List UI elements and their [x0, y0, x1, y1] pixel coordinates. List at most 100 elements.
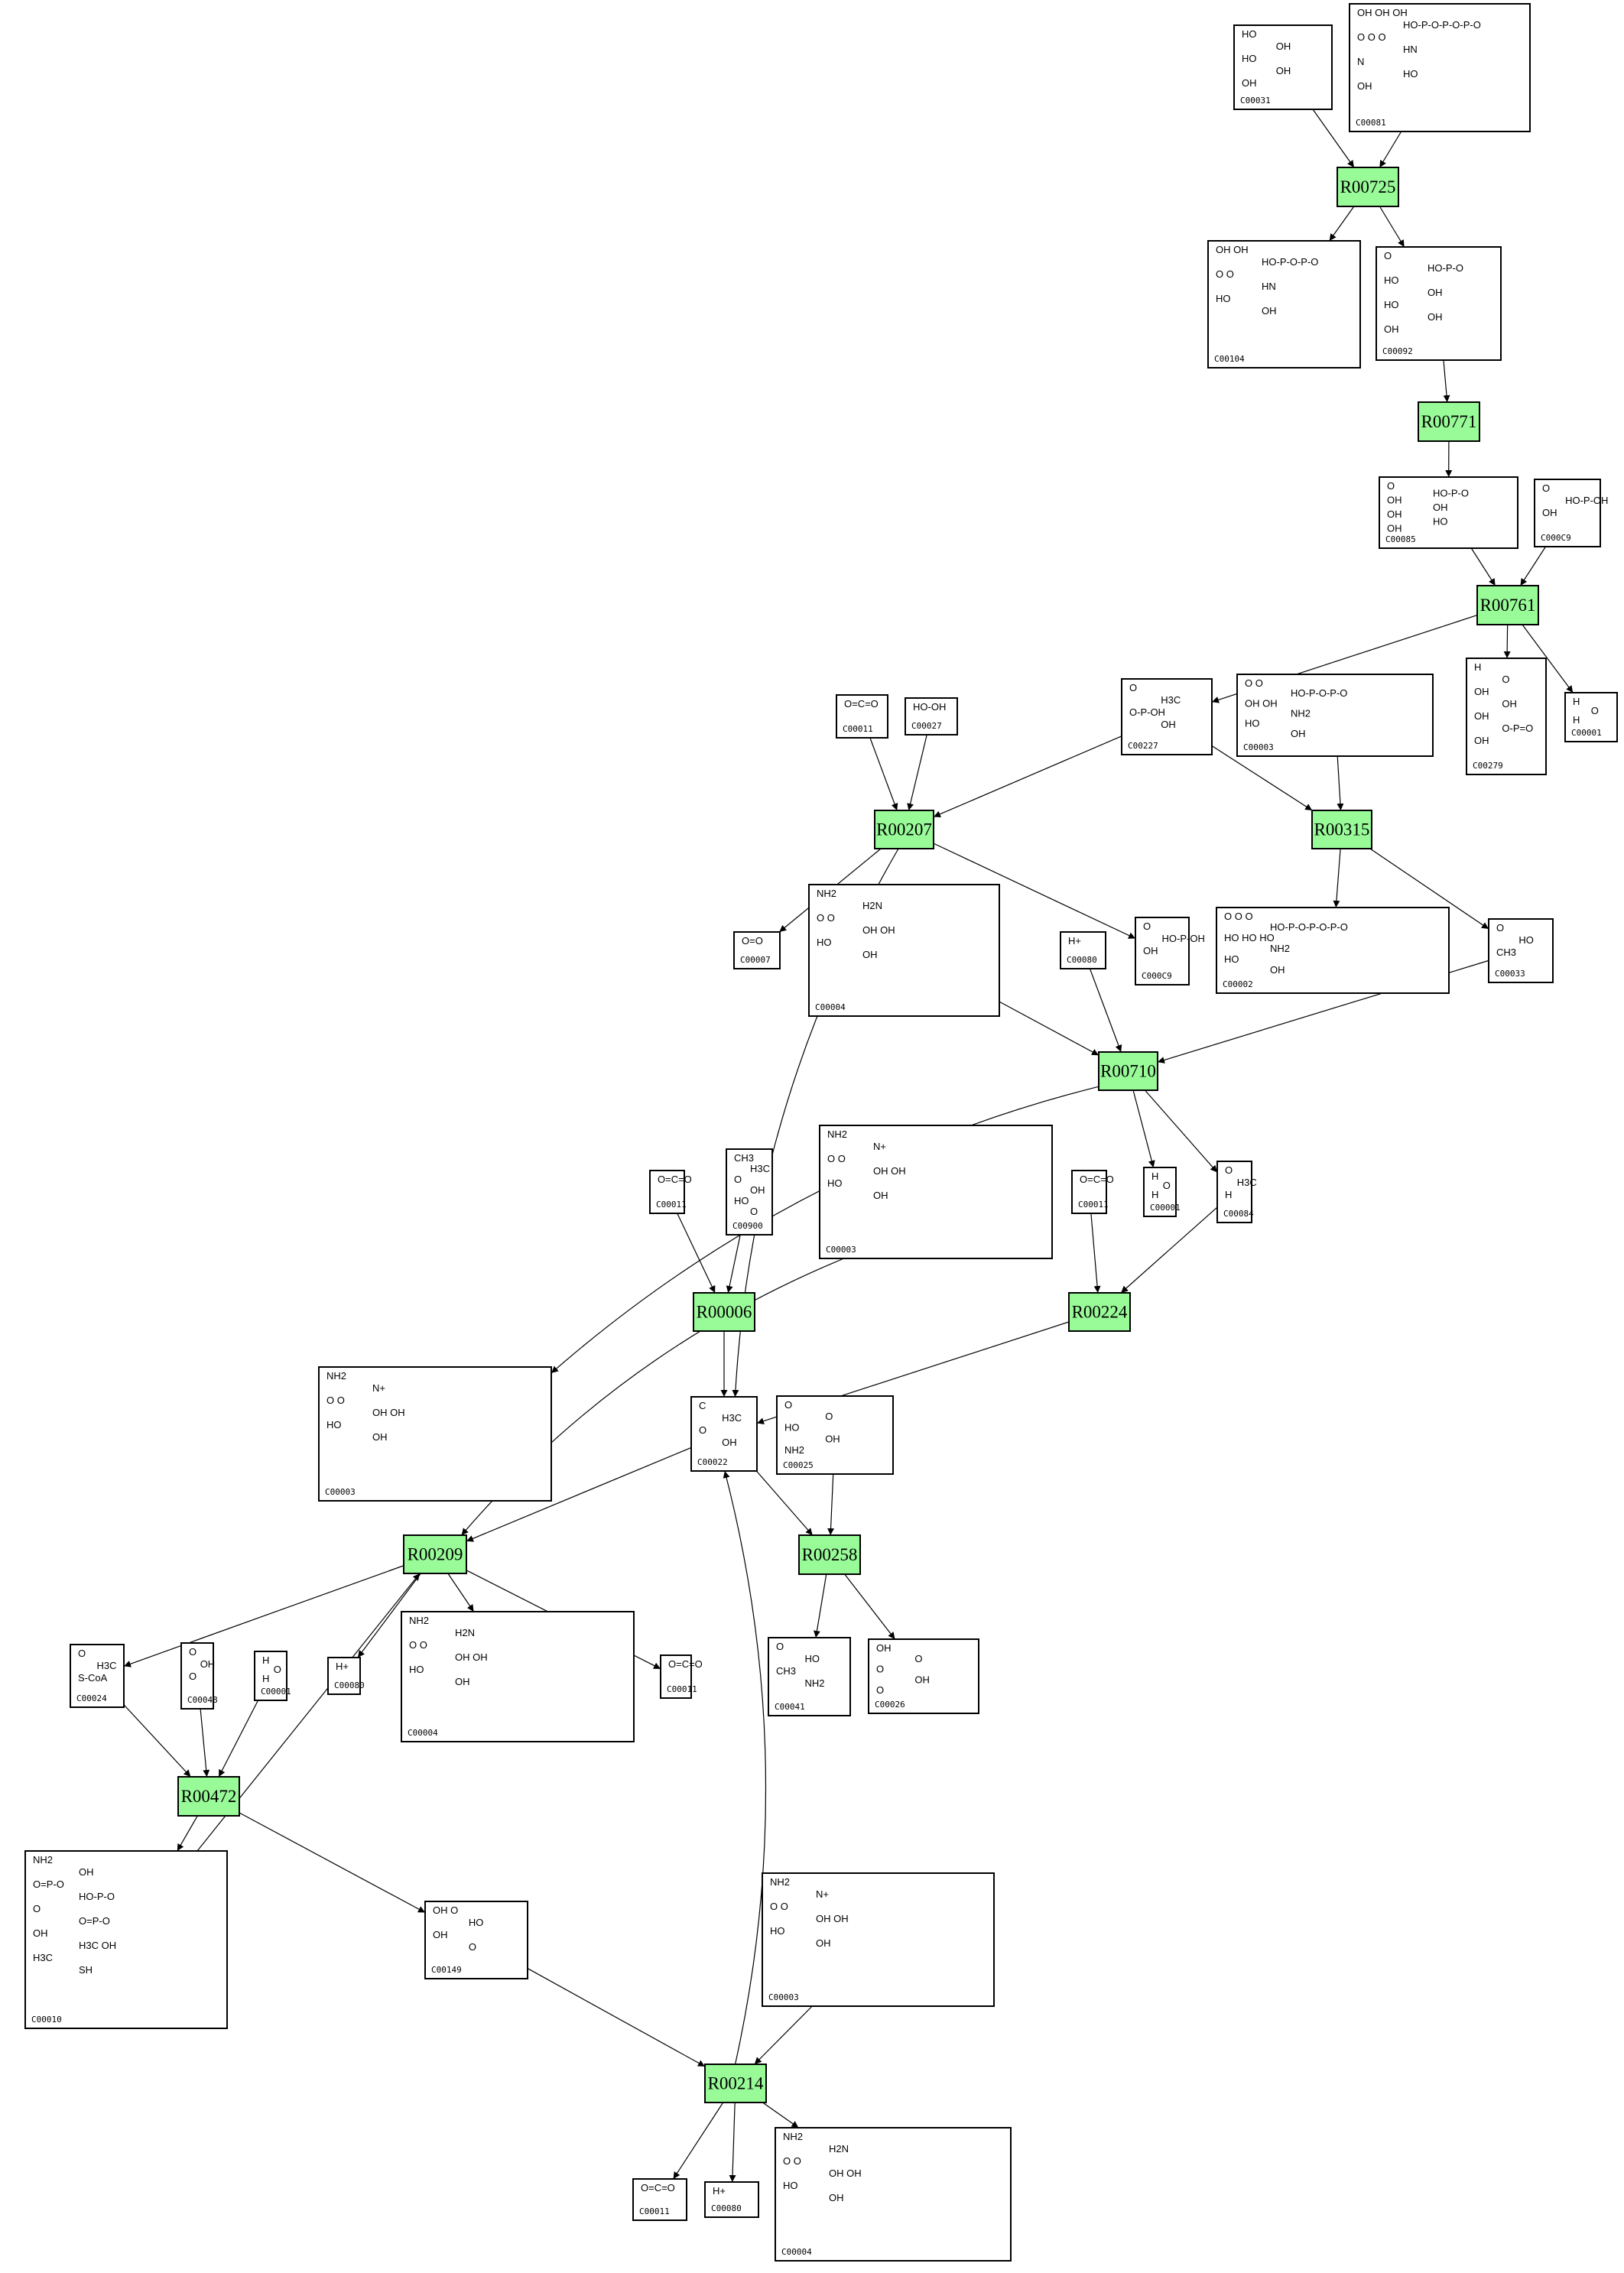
structure-atom-label: O O — [409, 1639, 427, 1651]
reaction-node[interactable]: R00214 — [704, 2064, 767, 2103]
compound-box — [1143, 1167, 1177, 1217]
structure-atom-label: H2N — [455, 1627, 475, 1638]
edge-R00258-to-c26 — [844, 1573, 895, 1640]
reaction-node[interactable]: R00224 — [1068, 1292, 1131, 1332]
compound-box — [180, 1642, 214, 1710]
structure-atom-label: H — [262, 1654, 269, 1666]
structure-atom-label: O — [33, 1903, 41, 1914]
compound-id: C00279 — [1473, 761, 1503, 771]
structure-atom-label: HO-P-O — [1433, 487, 1469, 498]
reaction-node[interactable]: R00725 — [1337, 167, 1399, 207]
edge-c149-to-R00214 — [527, 1968, 706, 2067]
compound-id: C00024 — [76, 1693, 107, 1703]
reaction-node[interactable]: R00207 — [874, 810, 934, 849]
reaction-node[interactable]: R00315 — [1311, 810, 1372, 849]
reaction-node[interactable]: R00209 — [403, 1534, 467, 1574]
compound-node[interactable]: H+C00080 — [327, 1657, 365, 1695]
structure-atom-label: N+ — [372, 1382, 385, 1394]
structure-atom-label: OH OH — [829, 2167, 862, 2179]
reaction-node[interactable]: R00710 — [1098, 1051, 1158, 1091]
compound-box — [1564, 692, 1618, 742]
structure-atom-label: O — [189, 1646, 197, 1658]
structure-atom-label: HO — [1403, 68, 1418, 80]
structure-atom-label: HO-P-O-P-O-P-O — [1270, 921, 1348, 933]
structure-atom-label: HO-P-OH — [1565, 495, 1608, 506]
edge-R00209-to-c04b — [447, 1573, 475, 1612]
compound-box — [690, 1396, 758, 1472]
structure-atom-label: NH2 — [827, 1128, 847, 1140]
structure-atom-label: HO — [827, 1177, 843, 1189]
reaction-node[interactable]: R00006 — [693, 1292, 755, 1332]
structure-atom-label: HO — [469, 1917, 484, 1928]
compound-box — [836, 694, 888, 739]
structure-drawing: O=O — [742, 935, 763, 947]
structure-drawing: HO-OH — [913, 701, 946, 713]
structure-atom-label: HO — [1384, 274, 1399, 286]
reaction-box — [1098, 1051, 1158, 1091]
reaction-id: R00258 — [802, 1545, 858, 1564]
structure-atom-label: OH OH — [1245, 697, 1278, 709]
structure-atom-label: O O — [817, 912, 835, 924]
edge-R00710-to-c01b — [1132, 1089, 1155, 1168]
compound-id: C00011 — [667, 1684, 697, 1694]
structure-atom-label: O=C=O — [1080, 1174, 1114, 1185]
compound-id: C00085 — [1385, 534, 1416, 544]
reaction-node[interactable]: R00472 — [177, 1776, 240, 1817]
compound-node[interactable]: H+C00080 — [1060, 931, 1106, 969]
compound-box — [762, 1872, 995, 2007]
structure-atom-label: O-P-OH — [1129, 706, 1165, 718]
reaction-box — [1337, 167, 1399, 207]
edge-R00315-to-c02 — [1333, 848, 1341, 908]
compound-node[interactable]: H+C00080 — [704, 2181, 759, 2218]
compound-id: C00041 — [775, 1702, 805, 1712]
reaction-node[interactable]: R00258 — [798, 1534, 861, 1575]
compound-box — [254, 1651, 287, 1701]
reaction-box — [874, 810, 934, 849]
reaction-node[interactable]: R00771 — [1418, 401, 1480, 442]
reaction-node[interactable]: R00761 — [1476, 585, 1539, 625]
